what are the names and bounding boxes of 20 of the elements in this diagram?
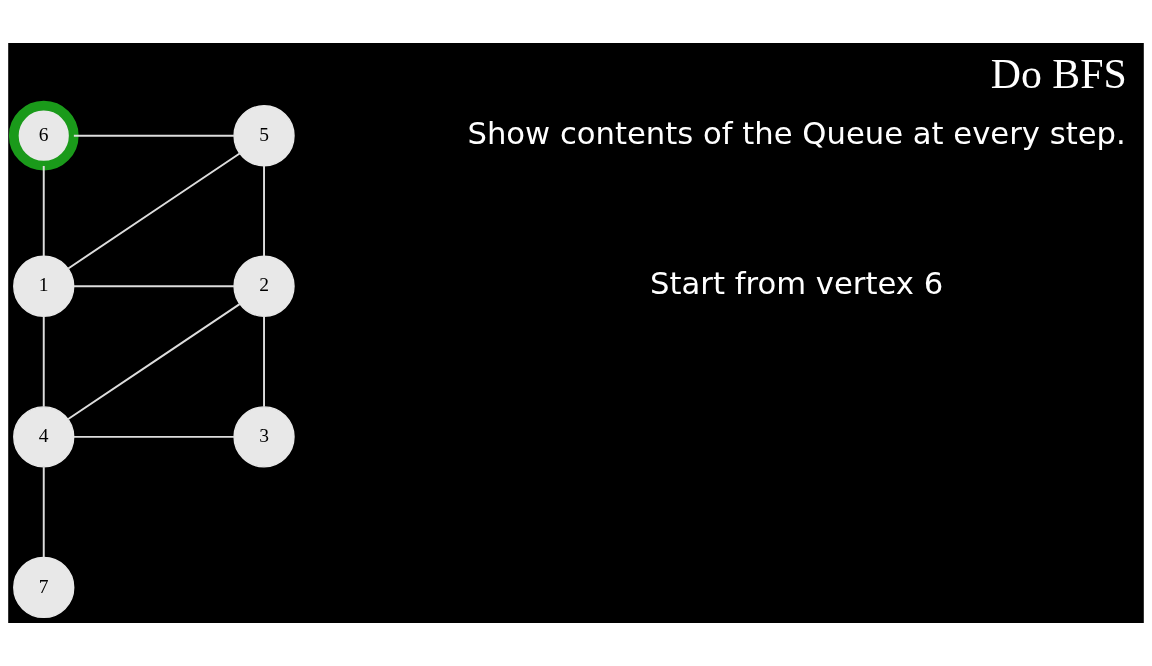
node-circle: 4: [13, 406, 75, 468]
connector: [42, 165, 45, 258]
node-circle: 6: [8, 100, 79, 171]
node-circle: 7: [13, 556, 75, 619]
node-circle: 3: [233, 406, 295, 468]
connector: [67, 303, 241, 420]
diagram-title: Do BFS: [990, 50, 1127, 97]
connector: [72, 134, 235, 137]
connector: [42, 466, 45, 559]
node-circle: 2: [233, 255, 295, 317]
connector: [263, 315, 265, 408]
connector: [42, 315, 45, 408]
label: Start from vertex 6: [650, 266, 944, 302]
node-circle: 1: [13, 255, 75, 317]
connector: [263, 165, 265, 258]
connector: [72, 435, 235, 438]
connector: [72, 285, 235, 288]
node-circle: 5: [233, 105, 295, 167]
label: Show contents of the Queue at every step.: [467, 115, 1126, 151]
connector: [67, 152, 241, 270]
